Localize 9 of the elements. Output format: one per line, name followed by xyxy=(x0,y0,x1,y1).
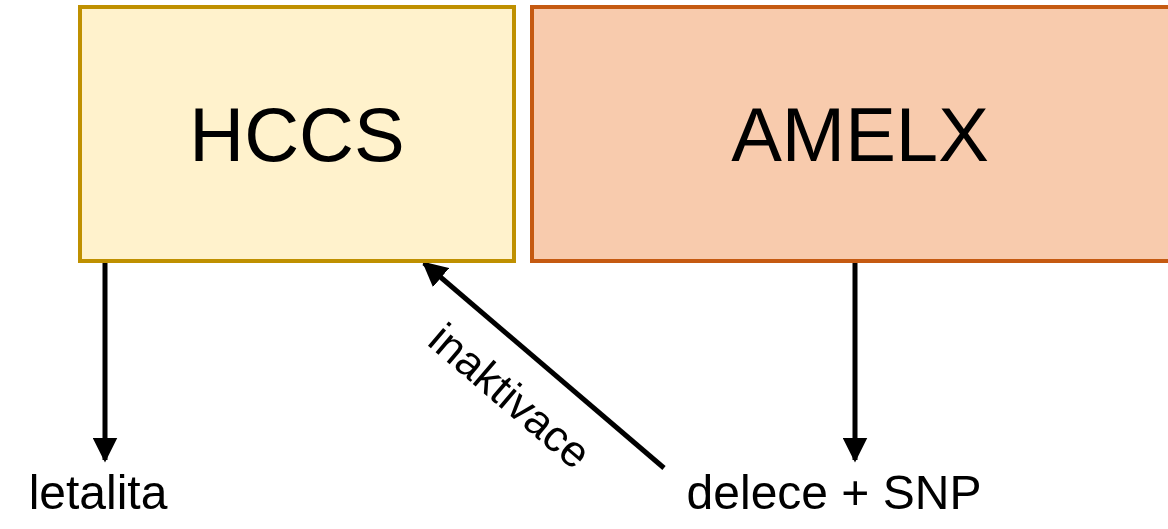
arrow xyxy=(92,263,118,463)
gene-box xyxy=(78,5,516,263)
arrow xyxy=(842,263,868,463)
gene-label: AMELX xyxy=(731,90,989,178)
gene-label: HCCS xyxy=(189,90,405,178)
gene-box xyxy=(530,5,1168,263)
outcome-text: delece + SNP xyxy=(686,464,982,520)
outcome-text: letalita xyxy=(28,464,168,520)
arrow xyxy=(422,261,666,470)
